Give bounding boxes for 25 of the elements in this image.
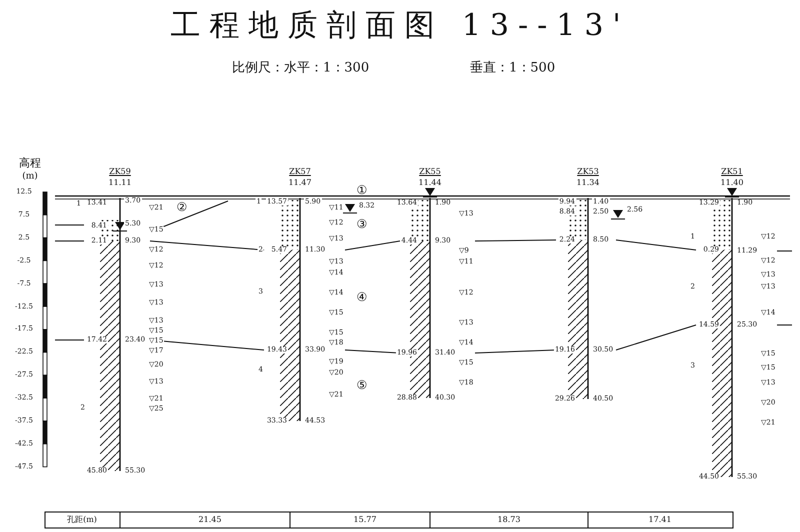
ground-elevation: 11.47 <box>288 179 312 187</box>
borehole-id: ZK53 <box>577 168 599 176</box>
ground-elevation: 11.40 <box>720 179 744 187</box>
scale-note: 比例尺：水平：1：300 <box>232 62 370 74</box>
scale-note: 垂直：1：500 <box>470 62 556 74</box>
layer-number: ② <box>176 201 188 213</box>
table-cell: 孔距(m) <box>66 516 98 524</box>
borehole-id: ZK55 <box>419 168 441 176</box>
borehole-id: ZK57 <box>289 168 311 176</box>
layer-number: ⑤ <box>356 379 368 391</box>
table-cell: 15.77 <box>352 516 378 524</box>
ground-elevation: 11.44 <box>418 179 442 187</box>
table-cell: 18.73 <box>496 516 522 524</box>
borehole-id: ZK59 <box>109 168 131 176</box>
ground-elevation: 11.11 <box>108 179 132 187</box>
table-cell: 21.45 <box>198 516 222 524</box>
layer-number: ① <box>356 184 368 196</box>
layer-number: ④ <box>356 291 368 303</box>
axis-unit: (m) <box>21 172 39 182</box>
borehole-id: ZK51 <box>721 168 743 176</box>
layer-number: ③ <box>356 218 368 230</box>
diagram-title: 工程地质剖面图 13--13' <box>170 11 630 41</box>
axis-title: 高程 <box>19 158 41 168</box>
ground-elevation: 11.34 <box>576 179 600 187</box>
table-cell: 17.41 <box>648 516 672 524</box>
